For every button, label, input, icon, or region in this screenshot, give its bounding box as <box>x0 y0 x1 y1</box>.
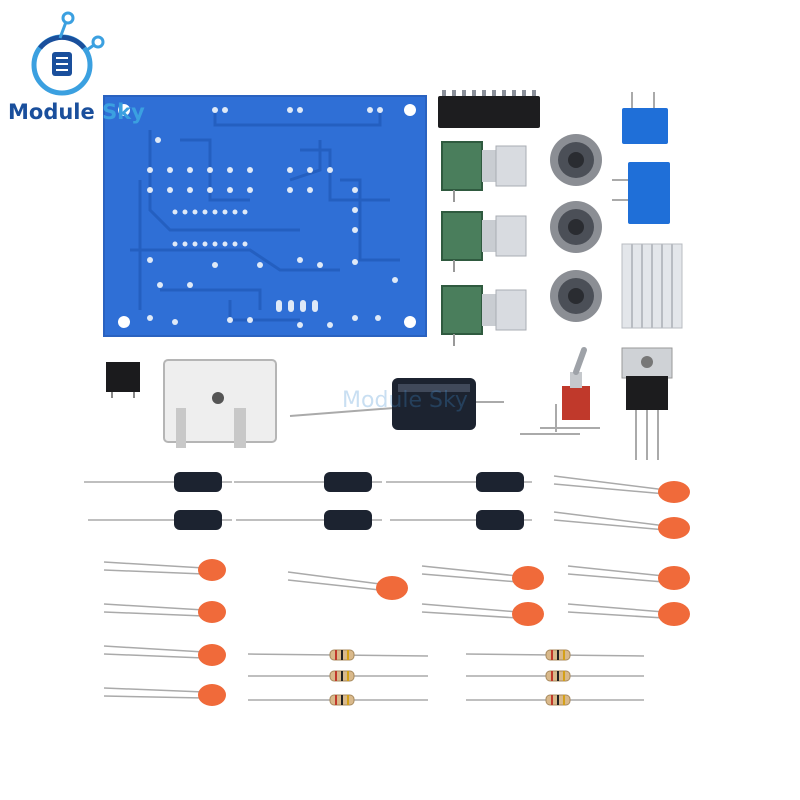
ceramic-cap-6 <box>198 684 226 706</box>
big-electrolytic-capacitor <box>289 378 504 430</box>
ceramic-cap-9 <box>512 602 544 626</box>
ceramic-cap-8 <box>512 566 544 590</box>
potentiometer-3 <box>441 285 527 346</box>
small-cap-5 <box>476 472 524 492</box>
heatsink <box>621 243 683 329</box>
ceramic-cap-2 <box>658 517 690 539</box>
blue-terminal-block <box>612 162 670 224</box>
ceramic-cap-10 <box>658 566 690 590</box>
small-cap-3 <box>324 472 372 492</box>
knob-1 <box>550 134 602 186</box>
small-cap-2 <box>174 510 222 530</box>
dc-power-jack <box>163 359 277 448</box>
blue-trimmer-1 <box>622 92 668 144</box>
ic-chip <box>438 90 540 128</box>
knob-3 <box>550 270 602 322</box>
resistor-leads <box>247 653 645 701</box>
bridge-rectifier <box>106 362 140 398</box>
brand-word-2: Sky <box>102 100 145 124</box>
potentiometer-2 <box>441 211 527 272</box>
toggle-switch <box>520 347 600 435</box>
small-cap-4 <box>324 510 372 530</box>
brand-word-1: Module <box>8 100 95 124</box>
potentiometer-1 <box>441 141 527 202</box>
voltage-regulator <box>621 347 673 460</box>
ceramic-capacitor-leads <box>103 475 667 699</box>
knob-2 <box>550 201 602 253</box>
ceramic-cap-1 <box>658 481 690 503</box>
ceramic-cap-7 <box>376 576 408 600</box>
ceramic-cap-5 <box>198 644 226 666</box>
brand-wordmark: Module Sky <box>8 100 145 124</box>
watermark-text: Module Sky <box>342 388 468 413</box>
ceramic-cap-3 <box>198 559 226 581</box>
pcb-board <box>103 95 427 337</box>
small-electrolytic-capacitors <box>84 481 532 521</box>
module-sky-logo-icon <box>31 11 105 96</box>
small-cap-6 <box>476 510 524 530</box>
ceramic-cap-4 <box>198 601 226 623</box>
ceramic-cap-11 <box>658 602 690 626</box>
small-cap-1 <box>174 472 222 492</box>
